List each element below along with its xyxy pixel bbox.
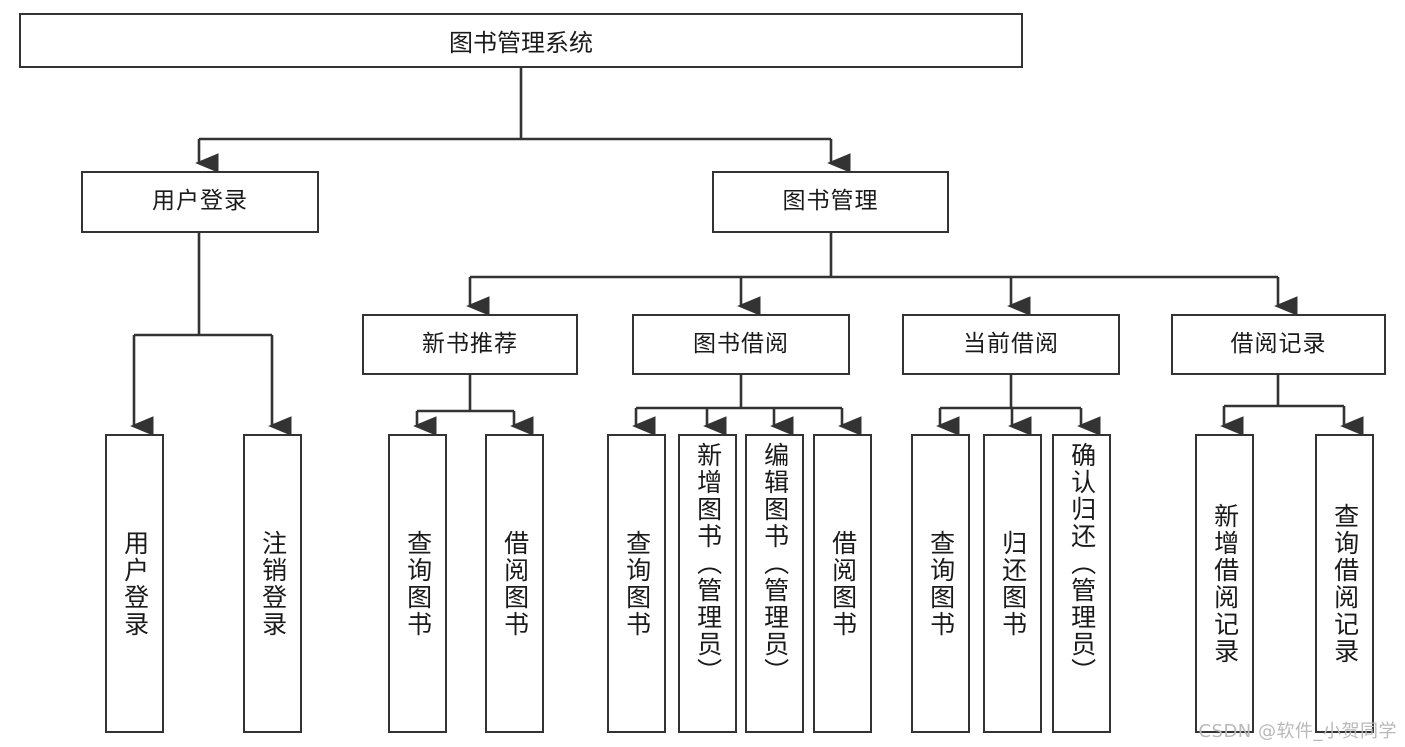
- leaf-borrow-book-borrow[interactable]: 借阅图书: [813, 434, 872, 733]
- leaf-logout[interactable]: 注销登录: [243, 434, 302, 733]
- node-new-book-recommendation[interactable]: 新书推荐: [362, 314, 578, 375]
- leaf-label: 借阅图书: [500, 529, 530, 638]
- leaf-query-book-current[interactable]: 查询图书: [911, 434, 970, 733]
- leaf-label: 借阅图书: [828, 529, 858, 638]
- node-book-borrow[interactable]: 图书借阅: [632, 314, 850, 375]
- leaf-query-borrow-record[interactable]: 查询借阅记录: [1315, 434, 1374, 733]
- leaf-label: 查询借阅记录: [1330, 502, 1360, 665]
- leaf-label: 新增图书（管理员）: [693, 442, 723, 685]
- leaf-label: 用户登录: [120, 529, 150, 638]
- node-user-login[interactable]: 用户登录: [81, 171, 319, 233]
- node-borrow-record[interactable]: 借阅记录: [1171, 314, 1386, 375]
- leaf-query-book-borrow[interactable]: 查询图书: [607, 434, 666, 733]
- leaf-label: 查询图书: [926, 529, 956, 638]
- node-root-system[interactable]: 图书管理系统: [19, 13, 1023, 68]
- leaf-label: 编辑图书（管理员）: [760, 442, 790, 685]
- leaf-label: 注销登录: [258, 529, 288, 638]
- leaf-label: 确认归还（管理员）: [1067, 442, 1097, 685]
- leaf-label: 新增借阅记录: [1210, 502, 1240, 665]
- leaf-label: 归还图书: [998, 529, 1028, 638]
- leaf-label: 查询图书: [403, 529, 433, 638]
- node-current-borrow[interactable]: 当前借阅: [902, 314, 1120, 375]
- leaf-borrow-book-recommendation[interactable]: 借阅图书: [485, 434, 544, 733]
- leaf-return-book[interactable]: 归还图书: [983, 434, 1042, 733]
- leaf-label: 查询图书: [622, 529, 652, 638]
- node-book-manage[interactable]: 图书管理: [712, 171, 949, 233]
- leaf-add-book-admin[interactable]: 新增图书（管理员）: [678, 434, 737, 733]
- leaf-add-borrow-record[interactable]: 新增借阅记录: [1195, 434, 1254, 733]
- leaf-query-book-recommendation[interactable]: 查询图书: [388, 434, 447, 733]
- leaf-confirm-return-admin[interactable]: 确认归还（管理员）: [1052, 434, 1111, 733]
- leaf-edit-book-admin[interactable]: 编辑图书（管理员）: [745, 434, 804, 733]
- leaf-user-login[interactable]: 用户登录: [105, 434, 164, 733]
